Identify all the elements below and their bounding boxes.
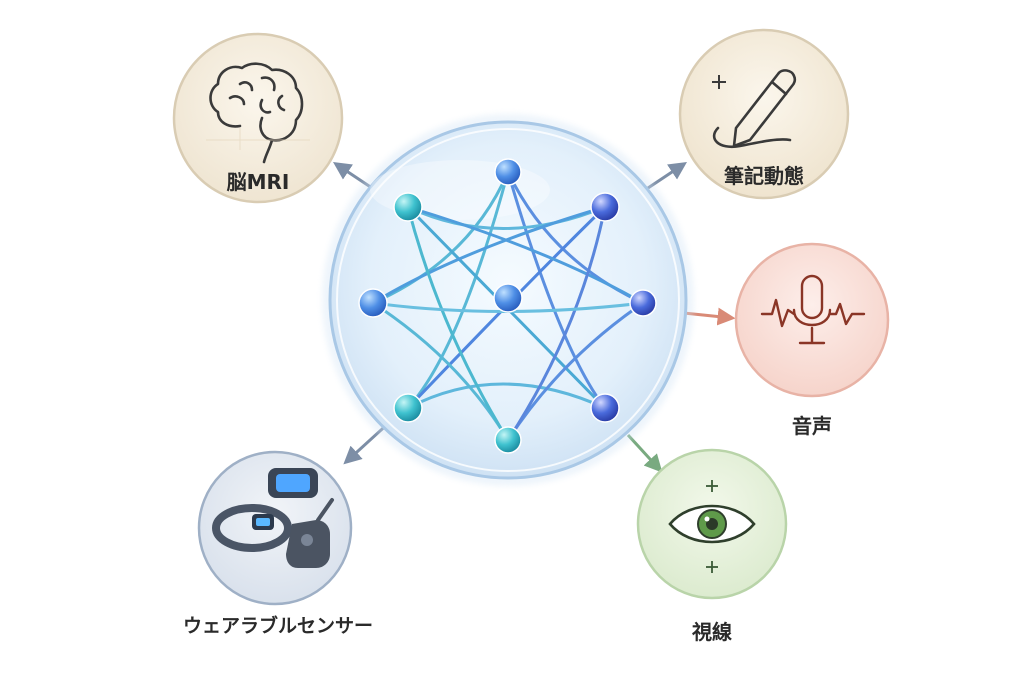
gaze-node [636, 448, 788, 600]
central-network-hub [322, 114, 694, 486]
network-node [393, 192, 423, 222]
network-node [590, 393, 620, 423]
network-node [494, 158, 522, 186]
plus-mark [712, 75, 726, 89]
label-handwriting: 筆記動態 [724, 164, 804, 188]
network-node [358, 288, 388, 318]
brain-mri-node [172, 32, 344, 204]
network-node [629, 289, 657, 317]
label-gaze: 視線 [692, 620, 732, 644]
label-voice: 音声 [792, 414, 832, 438]
voice-node [734, 242, 890, 398]
network-node [494, 426, 522, 454]
label-wearable: ウェアラブルセンサー [182, 615, 374, 637]
eye-icon [668, 504, 756, 544]
network-node [393, 393, 423, 423]
brain-icon [209, 62, 304, 164]
wearable-node [197, 450, 353, 606]
pen-icon [712, 69, 797, 149]
handwriting-node [678, 28, 850, 200]
microphone-icon [760, 274, 866, 345]
wearable-sensor-icon [212, 468, 334, 568]
label-brain-mri: 脳MRI [226, 170, 290, 194]
network-node [493, 283, 523, 313]
network-node [590, 192, 620, 222]
arrow-to-gaze [626, 433, 663, 473]
